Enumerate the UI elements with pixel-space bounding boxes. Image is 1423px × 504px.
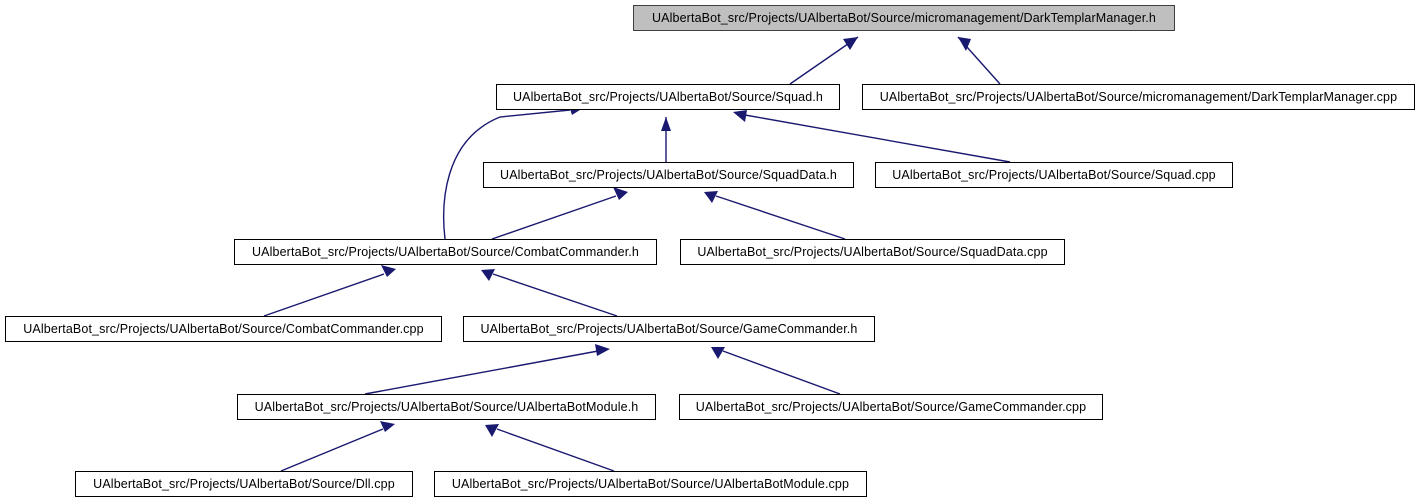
graph-node-squad_cpp[interactable]: UAlbertaBot_src/Projects/UAlbertaBot/Sou… xyxy=(875,162,1233,188)
graph-edge-squaddata_cpp-to-squaddata_h xyxy=(715,195,846,240)
graph-node-combatcommander_h[interactable]: UAlbertaBot_src/Projects/UAlbertaBot/Sou… xyxy=(234,239,657,265)
arrowhead-icon xyxy=(613,187,628,200)
arrowhead-icon xyxy=(380,421,395,432)
arrowhead-icon xyxy=(733,110,747,122)
graph-node-label: UAlbertaBot_src/Projects/UAlbertaBot/Sou… xyxy=(697,244,1048,259)
graph-node-label: UAlbertaBot_src/Projects/UAlbertaBot/Sou… xyxy=(480,321,858,336)
graph-edge-ualbertabotmodule_h-to-gamecommander_h xyxy=(364,350,599,395)
graph-node-darktemplarmanager_h[interactable]: UAlbertaBot_src/Projects/UAlbertaBot/Sou… xyxy=(633,5,1175,31)
graph-node-label: UAlbertaBot_src/Projects/UAlbertaBot/Sou… xyxy=(252,244,639,259)
graph-node-squad_h[interactable]: UAlbertaBot_src/Projects/UAlbertaBot/Sou… xyxy=(496,84,840,110)
arrowhead-icon xyxy=(381,265,396,277)
graph-node-label: UAlbertaBot_src/Projects/UAlbertaBot/Sou… xyxy=(652,10,1156,25)
graph-edge-combatcommander_cpp-to-combatcommander_h xyxy=(263,273,385,317)
arrowhead-icon xyxy=(661,117,671,131)
graph-node-label: UAlbertaBot_src/Projects/UAlbertaBot/Sou… xyxy=(23,321,424,336)
arrowhead-icon xyxy=(595,344,610,356)
graph-edge-gamecommander_h-to-combatcommander_h xyxy=(492,273,618,317)
graph-node-combatcommander_cpp[interactable]: UAlbertaBot_src/Projects/UAlbertaBot/Sou… xyxy=(5,316,442,342)
graph-node-label: UAlbertaBot_src/Projects/UAlbertaBot/Sou… xyxy=(93,476,395,491)
arrowhead-icon xyxy=(704,191,718,203)
graph-node-squaddata_cpp[interactable]: UAlbertaBot_src/Projects/UAlbertaBot/Sou… xyxy=(680,239,1065,265)
graph-edge-combatcommander_h-to-squaddata_h xyxy=(491,195,617,240)
graph-node-dll_cpp[interactable]: UAlbertaBot_src/Projects/UAlbertaBot/Sou… xyxy=(75,471,413,497)
graph-node-label: UAlbertaBot_src/Projects/UAlbertaBot/Sou… xyxy=(695,399,1087,414)
arrowhead-icon xyxy=(481,269,495,281)
arrowhead-icon xyxy=(711,347,725,359)
graph-edge-gamecommander_cpp-to-gamecommander_h xyxy=(722,350,841,395)
graph-node-ualbertabotmodule_cpp[interactable]: UAlbertaBot_src/Projects/UAlbertaBot/Sou… xyxy=(434,471,867,497)
graph-node-darktemplarmanager_cpp[interactable]: UAlbertaBot_src/Projects/UAlbertaBot/Sou… xyxy=(862,84,1415,110)
graph-node-squaddata_h[interactable]: UAlbertaBot_src/Projects/UAlbertaBot/Sou… xyxy=(483,162,854,188)
arrowhead-icon xyxy=(843,37,858,50)
graph-edge-squad_cpp-to-squad_h xyxy=(744,114,1011,163)
graph-node-label: UAlbertaBot_src/Projects/UAlbertaBot/Sou… xyxy=(500,167,837,182)
graph-node-gamecommander_cpp[interactable]: UAlbertaBot_src/Projects/UAlbertaBot/Sou… xyxy=(679,394,1103,420)
graph-edge-dll_cpp-to-ualbertabotmodule_h xyxy=(280,428,384,472)
arrowhead-icon xyxy=(958,37,971,51)
graph-node-ualbertabotmodule_h[interactable]: UAlbertaBot_src/Projects/UAlbertaBot/Sou… xyxy=(237,394,656,420)
graph-node-label: UAlbertaBot_src/Projects/UAlbertaBot/Sou… xyxy=(879,89,1398,104)
graph-edge-combatcommander_h-to-squad_h xyxy=(443,109,571,240)
graph-edge-squad_h-to-darktemplarmanager_h xyxy=(789,36,859,85)
graph-node-label: UAlbertaBot_src/Projects/UAlbertaBot/Sou… xyxy=(892,167,1216,182)
graph-node-gamecommander_h[interactable]: UAlbertaBot_src/Projects/UAlbertaBot/Sou… xyxy=(463,316,875,342)
arrowhead-icon xyxy=(485,424,499,437)
graph-node-label: UAlbertaBot_src/Projects/UAlbertaBot/Sou… xyxy=(451,476,850,491)
graph-node-label: UAlbertaBot_src/Projects/UAlbertaBot/Sou… xyxy=(254,399,639,414)
graph-node-label: UAlbertaBot_src/Projects/UAlbertaBot/Sou… xyxy=(512,89,823,104)
graph-edge-ualbertabotmodule_cpp-to-ualbertabotmodule_h xyxy=(496,428,615,472)
